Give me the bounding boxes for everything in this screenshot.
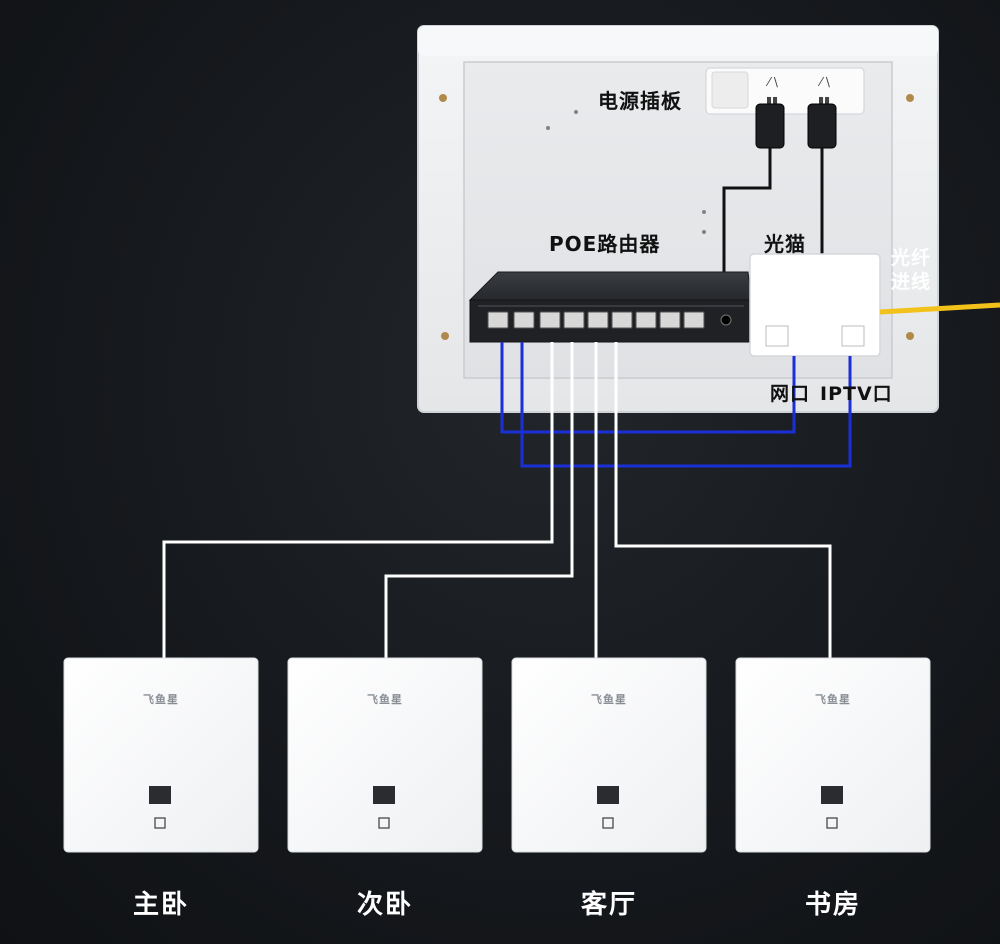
blue-ethernet-cables	[500, 342, 852, 468]
panel-4-brand: 飞鱼星	[815, 693, 851, 706]
panel-2-brand: 飞鱼星	[367, 693, 403, 706]
svg-text:⁄ \: ⁄ \	[765, 75, 779, 89]
optical-modem	[749, 253, 881, 357]
panel-3-brand: 飞鱼星	[591, 693, 627, 706]
net-port-label: 网口	[770, 383, 811, 405]
power-cables	[722, 148, 824, 316]
wall-panel-2	[287, 657, 483, 853]
room-label-1: 主卧	[132, 890, 190, 920]
poe-router	[468, 271, 753, 343]
power-strip-label: 电源插板	[598, 89, 682, 113]
room-label-2: 次卧	[356, 890, 414, 920]
white-ethernet-cables	[162, 342, 832, 660]
optical-modem-label: 光猫	[764, 232, 806, 256]
power-strip: ⁄ \ ⁄ \ ▮▮ ▮▮	[705, 67, 865, 115]
svg-text:⁄ \: ⁄ \	[817, 75, 831, 89]
room-label-4: 书房	[804, 890, 862, 920]
fiber-in-label-line1: 光纤	[891, 247, 932, 269]
wall-panel-1	[63, 657, 259, 853]
iptv-port-label: IPTV口	[820, 383, 893, 405]
fiber-line	[879, 302, 1000, 315]
poe-router-label: POE路由器	[549, 232, 661, 256]
wall-panel-3	[511, 657, 707, 853]
panel-1-brand: 飞鱼星	[143, 693, 179, 706]
power-plug-icon	[755, 103, 837, 149]
wall-panel-4	[735, 657, 931, 853]
fiber-in-label-line2: 进线	[891, 271, 932, 293]
rj45-port-icon	[487, 311, 705, 329]
room-label-3: 客厅	[580, 890, 638, 920]
fiber-in-label: 光纤 进线	[891, 246, 931, 294]
